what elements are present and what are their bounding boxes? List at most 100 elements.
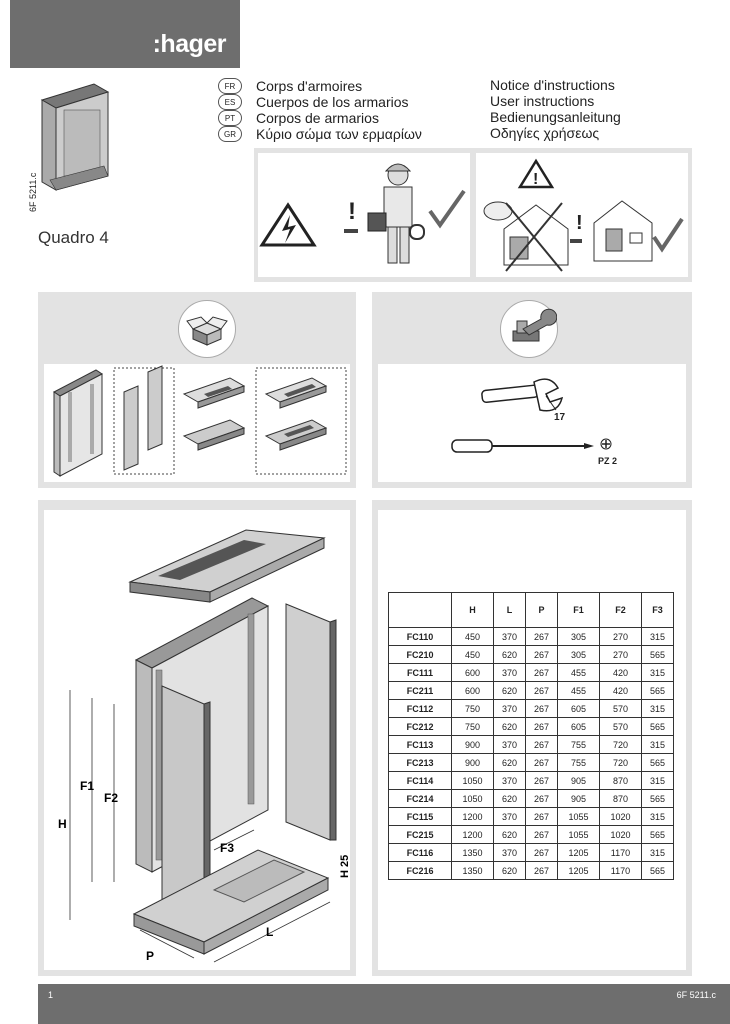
footer-bar [38, 984, 730, 1024]
tools-box: 17 PZ 2 [378, 364, 686, 482]
indoor-use-box: ! ! [476, 153, 688, 277]
electrician-warning-illustration: ! [259, 163, 466, 264]
table-cell: 565 [640, 717, 675, 736]
table-cell: 1205 [556, 843, 600, 862]
table-ref-cell: FC110 [388, 627, 452, 646]
table-cell: 1050 [451, 789, 494, 808]
table-cell: 620 [492, 753, 526, 772]
table-cell: 1170 [598, 861, 642, 880]
instructions-fr: Notice d'instructions [490, 77, 615, 93]
contents-box [44, 364, 350, 482]
svg-text:!: ! [348, 198, 356, 225]
table-cell: 267 [524, 735, 558, 754]
lang-row-gr: GR Κύριο σώμα των ερμαρίων [218, 126, 422, 142]
table-header-cell: F3 [640, 592, 675, 628]
table-cell: 270 [598, 627, 642, 646]
assembly-panel: H F1 F2 F3 H 25 L P [38, 500, 356, 976]
table-cell: 570 [598, 717, 642, 736]
table-cell: 755 [556, 735, 600, 754]
table-cell: 267 [524, 825, 558, 844]
table-cell: 720 [598, 735, 642, 754]
table-ref-cell: FC215 [388, 825, 452, 844]
table-cell: 1170 [598, 843, 642, 862]
table-cell: 1350 [451, 843, 494, 862]
table-cell: 370 [492, 843, 526, 862]
table-cell: 267 [524, 771, 558, 790]
assembly-box: H F1 F2 F3 H 25 L P [44, 510, 351, 970]
table-ref-cell: FC112 [388, 699, 452, 718]
table-ref-cell: FC213 [388, 753, 452, 772]
table-cell: 565 [640, 789, 675, 808]
table-cell: 455 [556, 681, 600, 700]
table-cell: 750 [451, 699, 494, 718]
table-cell: 1350 [451, 861, 494, 880]
table-ref-cell: FC113 [388, 735, 452, 754]
table-cell: 755 [556, 753, 600, 772]
lang-title-gr: Κύριο σώμα των ερμαρίων [256, 126, 422, 142]
table-cell: 455 [556, 663, 600, 682]
lang-code-gr: GR [218, 126, 242, 142]
table-cell: 1020 [598, 807, 642, 826]
table-cell: 315 [640, 771, 675, 790]
table-cell: 570 [598, 699, 642, 718]
table-header-cell: L [492, 592, 526, 628]
table-cell: 267 [524, 789, 558, 808]
table-cell: 900 [451, 753, 494, 772]
safety-panel: ! ! ! [254, 148, 692, 282]
indoor-use-illustration: ! ! [483, 158, 684, 272]
table-cell: 565 [640, 645, 675, 664]
table-cell: 565 [640, 753, 675, 772]
table-cell: 600 [451, 681, 494, 700]
dim-label-h25: H 25 [339, 855, 350, 878]
footer-doc-ref: 6F 5211.c [676, 990, 716, 1000]
table-cell: 1020 [598, 825, 642, 844]
table-header-cell: F1 [556, 592, 600, 628]
contents-panel [38, 292, 356, 488]
table-header-cell: H [451, 592, 494, 628]
table-cell: 267 [524, 753, 558, 772]
table-cell: 267 [524, 843, 558, 862]
table-cell: 605 [556, 699, 600, 718]
table-ref-cell: FC211 [388, 681, 452, 700]
table-cell: 720 [598, 753, 642, 772]
lang-code-es: ES [218, 94, 242, 110]
table-cell: 315 [640, 807, 675, 826]
table-cell: 267 [524, 807, 558, 826]
table-cell: 1200 [451, 807, 494, 826]
table-cell: 900 [451, 735, 494, 754]
table-cell: 267 [524, 699, 558, 718]
header-bar: :hager [10, 0, 240, 68]
table-header-cell: P [524, 592, 558, 628]
lang-code-pt: PT [218, 110, 242, 126]
table-ref-cell: FC216 [388, 861, 452, 880]
table-cell: 870 [598, 771, 642, 790]
instructions-es: User instructions [490, 93, 595, 109]
table-cell: 305 [556, 645, 600, 664]
lang-row-pt: PT Corpos de armarios [218, 110, 379, 126]
table-cell: 420 [598, 681, 642, 700]
hager-logo: :hager [152, 30, 227, 58]
tools-panel: 17 PZ 2 [372, 292, 692, 488]
table-cell: 370 [492, 735, 526, 754]
table-header-cell: F2 [598, 592, 642, 628]
table-cell: 267 [524, 861, 558, 880]
table-cell: 620 [492, 717, 526, 736]
instructions-pt: Bedienungsanleitung [490, 109, 621, 125]
table-ref-cell: FC111 [388, 663, 452, 682]
table-cell: 870 [598, 789, 642, 808]
wrench-size-label: 17 [554, 412, 566, 423]
tools-illustration: 17 PZ 2 [451, 378, 617, 466]
table-cell: 305 [556, 627, 600, 646]
table-cell: 270 [598, 645, 642, 664]
